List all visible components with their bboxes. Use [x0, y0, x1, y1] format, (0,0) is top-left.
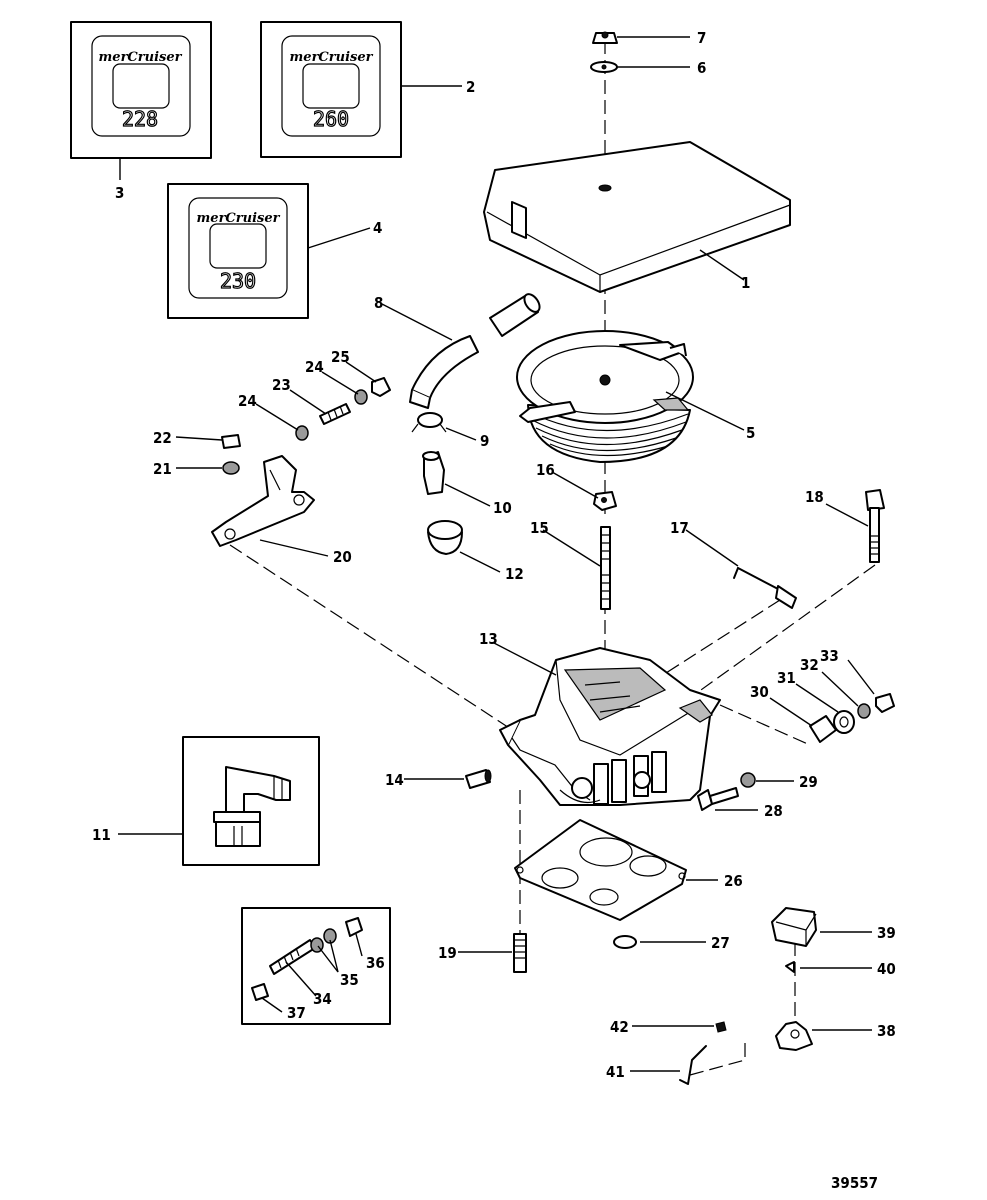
callout-11: 11: [92, 826, 111, 844]
callout-22: 22: [153, 429, 172, 447]
plug-27: [613, 935, 637, 949]
spacer-axis: [719, 704, 811, 746]
hose-clamp: [417, 412, 443, 428]
callout-9: 9: [480, 432, 489, 450]
callout-19: 19: [438, 944, 457, 962]
decal-model: 260: [313, 107, 349, 131]
callout-24b: 24: [305, 358, 324, 376]
stud-kit-inset: [241, 907, 391, 1025]
figure-number: 39557: [831, 1174, 878, 1192]
callout-8: 8: [374, 294, 383, 312]
callout-1: 1: [741, 274, 750, 292]
vacuum-cap: [427, 520, 463, 555]
callout-30: 30: [750, 683, 769, 701]
screw-28: [697, 787, 739, 811]
stud-23: [319, 403, 351, 425]
callout-40: 40: [877, 960, 896, 978]
bracket-axis: [229, 544, 521, 736]
callout-20: 20: [333, 548, 352, 566]
nut-21: [222, 461, 240, 475]
callout-3: 3: [115, 184, 124, 202]
callout-27: 27: [711, 934, 730, 952]
washer-24a: [295, 425, 309, 441]
decal-model: 230: [220, 269, 256, 293]
callout-29: 29: [799, 773, 818, 791]
decal-228: merCruiser 228: [70, 21, 212, 159]
bolt-axis: [679, 564, 876, 706]
callout-7: 7: [697, 29, 706, 47]
nut-33: [875, 693, 895, 713]
elbow-inset: [182, 736, 320, 866]
flame-arrestor: [516, 330, 694, 463]
callout-16: 16: [536, 461, 555, 479]
callout-32: 32: [800, 656, 819, 674]
decal-230: merCruiser 230: [167, 183, 309, 319]
callout-18: 18: [805, 488, 824, 506]
decal-brand: merCruiser: [197, 211, 281, 226]
decal-brand: merCruiser: [99, 50, 183, 65]
plug-14: [465, 769, 492, 789]
callout-10: 10: [493, 499, 512, 517]
washer-29: [740, 772, 756, 788]
washer-31: [833, 710, 855, 734]
callouts: 1 2 3 4 5 6 7 8 9 10 11 12 13 14 15 16 1…: [92, 29, 896, 1081]
decal-model: 228: [122, 107, 158, 131]
callout-26: 26: [724, 872, 743, 890]
clip-41: [679, 1045, 707, 1085]
vent-elbow: [422, 451, 445, 495]
callout-31: 31: [777, 669, 796, 687]
screw-40: [785, 961, 795, 973]
callout-12: 12: [505, 565, 524, 583]
decal-brand: merCruiser: [290, 50, 374, 65]
callout-41: 41: [606, 1063, 625, 1081]
callout-37: 37: [287, 1004, 306, 1022]
base-gasket: [514, 819, 687, 921]
callout-17: 17: [670, 519, 689, 537]
carburetor: [499, 647, 721, 806]
nut-22: [221, 434, 241, 449]
nut-42: [715, 1021, 727, 1033]
choke-rod: [733, 567, 797, 609]
callout-25: 25: [331, 348, 350, 366]
callout-35: 35: [340, 971, 359, 989]
nut-25: [371, 377, 391, 397]
spacer-30: [809, 715, 837, 743]
bolt-18: [865, 489, 885, 563]
switch-cover-39: [771, 907, 817, 947]
switch-38: [775, 1021, 813, 1051]
washer-24b: [354, 389, 368, 405]
callout-21: 21: [153, 460, 172, 478]
stud-15: [600, 526, 611, 610]
decal-260: merCruiser 260: [260, 21, 402, 158]
washer-32: [857, 703, 871, 719]
throttle-bracket: [211, 455, 315, 547]
callout-14: 14: [385, 771, 404, 789]
callout-13: 13: [479, 630, 498, 648]
callout-15: 15: [530, 519, 549, 537]
callout-34: 34: [313, 990, 332, 1008]
vent-hose: [409, 293, 541, 409]
air-cleaner-cover: [483, 141, 791, 293]
callout-23: 23: [272, 376, 291, 394]
callout-6: 6: [697, 59, 706, 77]
nut-7: [592, 31, 618, 44]
callout-39: 39: [877, 924, 896, 942]
leader-lines: [118, 36, 875, 1072]
callout-24a: 24: [238, 392, 257, 410]
callout-42: 42: [610, 1018, 629, 1036]
callout-33: 33: [820, 647, 839, 665]
rod-axis: [654, 599, 781, 681]
callout-2: 2: [466, 78, 475, 96]
clip-axis: [689, 1040, 746, 1076]
callout-36: 36: [366, 954, 385, 972]
callout-5: 5: [746, 424, 755, 442]
stud-19: [513, 933, 527, 973]
callout-28: 28: [764, 802, 783, 820]
callout-4: 4: [373, 219, 382, 237]
callout-38: 38: [877, 1022, 896, 1040]
